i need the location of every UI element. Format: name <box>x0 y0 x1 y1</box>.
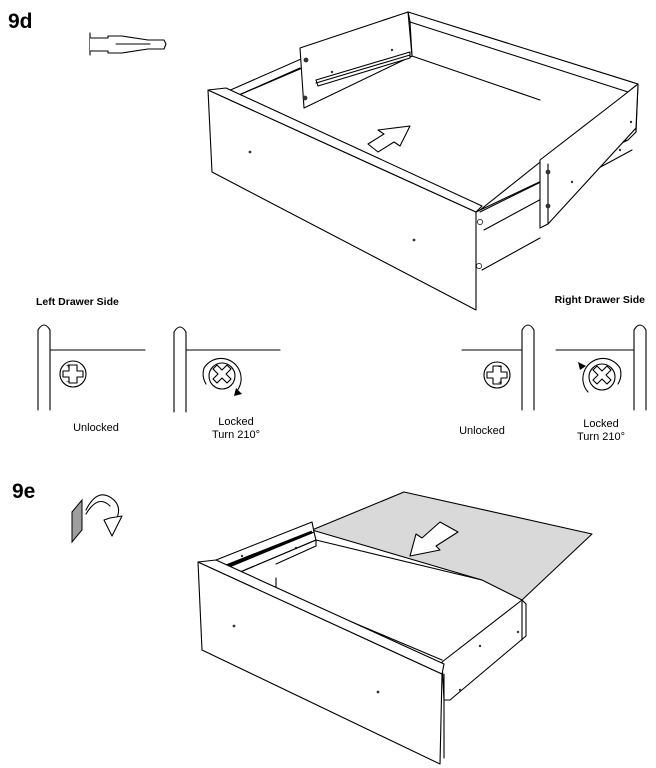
rotation-arrow-icon <box>202 357 242 396</box>
screwdriver-icon <box>89 32 167 56</box>
left-drawer-side-title: Left Drawer Side <box>36 296 119 308</box>
cam-lock-icon <box>208 362 236 390</box>
left-unlocked-detail: + − <box>37 324 146 411</box>
left-locked-detail <box>173 326 281 413</box>
drawer-bottom-panel <box>311 491 593 601</box>
svg-text:+: + <box>498 380 502 387</box>
cam-lock-icon <box>588 363 616 391</box>
drawer-frame-9e <box>197 491 593 765</box>
right-unlocked-caption: Unlocked <box>459 425 505 437</box>
right-drawer-side-title: Right Drawer Side <box>555 294 646 306</box>
step-label-9d: 9d <box>8 10 33 33</box>
push-arrow-icon <box>367 125 411 153</box>
screw-dot <box>545 169 551 175</box>
right-locked-caption-line1: Locked <box>583 418 618 430</box>
screw-dot <box>303 57 309 63</box>
svg-text:+: + <box>66 363 70 370</box>
step-label-9e: 9e <box>12 480 35 503</box>
left-locked-caption-line1: Locked <box>218 416 253 428</box>
screw-dot <box>302 95 308 101</box>
drawer-frame-9d <box>207 11 639 311</box>
svg-text:−: − <box>498 364 502 371</box>
right-locked-caption-line2: Turn 210° <box>577 431 625 443</box>
right-unlocked-detail: − + <box>461 324 535 411</box>
screw-dot <box>545 203 551 209</box>
flip-over-icon <box>71 494 123 544</box>
cam-lock-icon: − + <box>483 361 511 389</box>
slide-arrow-icon <box>409 521 459 557</box>
cam-lock-icon: + − <box>59 360 87 388</box>
left-unlocked-caption: Unlocked <box>73 422 119 434</box>
svg-text:−: − <box>66 379 70 386</box>
right-locked-detail <box>555 324 647 411</box>
left-locked-caption-line2: Turn 210° <box>212 429 260 441</box>
rotation-arrow-icon <box>578 357 622 393</box>
